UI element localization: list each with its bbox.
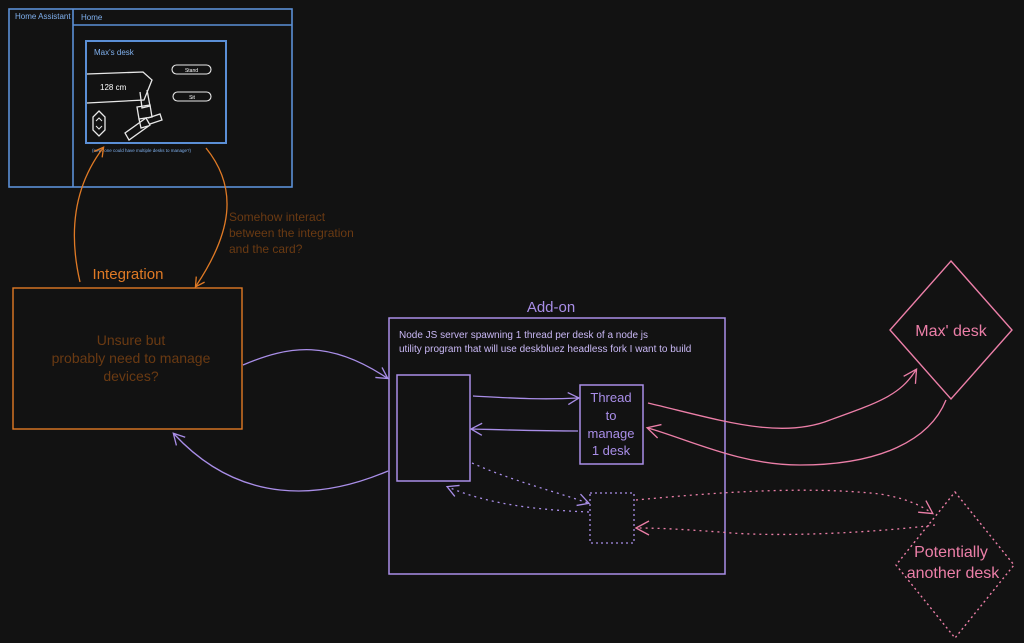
integration-label: Integration bbox=[93, 266, 164, 283]
thread-to-max-desk-arrow bbox=[647, 368, 918, 429]
desk-leg-sketch bbox=[124, 89, 163, 141]
another-desk-line-2: another desk bbox=[907, 565, 1001, 582]
integration-to-addon-arrow bbox=[242, 348, 389, 380]
addon-to-integration-arrow bbox=[172, 432, 389, 492]
max-desk-label: Max' desk bbox=[915, 323, 988, 340]
thread-to-server-arrow bbox=[469, 422, 579, 436]
desk-height-readout: 128 cm bbox=[100, 83, 127, 92]
node-server-box bbox=[396, 374, 471, 482]
note-line-2: between the integration bbox=[229, 226, 354, 240]
desk-top-sketch bbox=[86, 71, 153, 104]
integration-line-3: devices? bbox=[103, 368, 158, 384]
addon-description-line-1: Node JS server spawning 1 thread per des… bbox=[399, 330, 648, 341]
addon-box bbox=[388, 317, 726, 575]
potential-thread-to-desk-arrow bbox=[635, 489, 934, 515]
integration-block: Integration Unsure but probably need to … bbox=[12, 266, 243, 430]
thread-line-4: 1 desk bbox=[592, 443, 631, 458]
another-desk-node: Potentially another desk bbox=[895, 490, 1015, 640]
ha-window: Home Assistant Home bbox=[8, 8, 293, 188]
thread-line-2: to bbox=[606, 408, 617, 423]
sit-button-label: Sit bbox=[189, 95, 195, 101]
integration-line-2: probably need to manage bbox=[52, 350, 211, 366]
another-desk-line-1: Potentially bbox=[914, 544, 988, 561]
thread-box bbox=[579, 384, 644, 465]
sit-button[interactable]: Sit bbox=[172, 91, 212, 102]
potential-thread-to-server-arrow bbox=[445, 484, 590, 513]
desk-card-title: Max's desk bbox=[94, 48, 135, 57]
integration-to-card-arrow bbox=[73, 146, 105, 283]
addon-description-line-2: utility program that will use deskbluez … bbox=[399, 344, 691, 355]
potential-thread-box bbox=[589, 492, 635, 544]
chevron-up-icon[interactable] bbox=[95, 117, 103, 122]
server-to-thread-arrow bbox=[472, 391, 581, 406]
server-to-potential-thread-arrow bbox=[471, 462, 591, 507]
note-line-3: and the card? bbox=[229, 242, 303, 256]
thread-line-3: manage bbox=[588, 426, 635, 441]
ha-app-title: Home Assistant bbox=[15, 12, 71, 21]
integration-line-1: Unsure but bbox=[97, 332, 166, 348]
multi-desk-footnote: (new: one could have multiple desks to m… bbox=[92, 148, 192, 153]
max-desk-node: Max' desk bbox=[889, 259, 1013, 401]
stand-button[interactable]: Stand bbox=[171, 64, 212, 75]
card-interaction-note: Somehow interact between the integration… bbox=[229, 210, 354, 256]
addon-label: Add-on bbox=[527, 299, 575, 316]
height-updown-control[interactable] bbox=[92, 110, 106, 137]
card-to-integration-arrow bbox=[194, 147, 228, 288]
stand-button-label: Stand bbox=[185, 68, 198, 74]
integration-box bbox=[12, 287, 243, 430]
desk-to-potential-thread-arrow bbox=[634, 520, 936, 536]
ha-page-title: Home bbox=[81, 13, 103, 22]
chevron-down-icon[interactable] bbox=[95, 125, 103, 130]
thread-line-1: Thread bbox=[590, 390, 631, 405]
desk-card[interactable]: Max's desk 128 cm Stand Sit bbox=[85, 40, 227, 144]
note-line-1: Somehow interact bbox=[229, 210, 326, 224]
max-desk-to-thread-arrow bbox=[645, 399, 947, 466]
